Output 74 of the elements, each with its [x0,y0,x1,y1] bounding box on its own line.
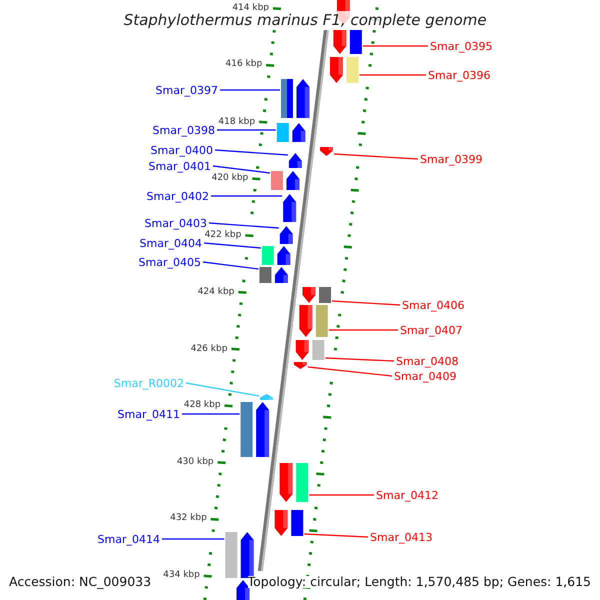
gene-feature [280,79,310,118]
gene-feature [276,123,306,142]
scale-label: 418 kbp [218,118,256,126]
gene-feature [260,394,274,400]
summary-text: Topology: circular; Length: 1,570,485 bp; Genes: 1,615 [248,576,591,588]
gene-label: Smar_0398 [152,124,215,136]
gene-feature [296,340,324,360]
leader-line [325,357,394,362]
leader-line [359,74,426,76]
gene-label: Smar_0409 [394,370,456,382]
leader-line [204,242,261,249]
scale-label: 434 kbp [163,570,200,580]
gene-feature [259,267,288,283]
leader-line [212,165,270,174]
title: Staphylothermus marinus F1, complete genome [124,10,487,30]
gene-label: Smar_0397 [156,84,218,96]
scale-label: 414 kbp [232,4,270,12]
gene-label: Smar_0399 [420,154,482,164]
gene-feature [283,194,296,222]
leader-line [308,366,392,377]
gene-label: Smar_0404 [140,238,202,248]
leader-line [202,261,259,270]
leader-line [334,153,418,160]
gene-label: Smar_0402 [146,190,209,202]
scale-label: 428 kbp [184,400,221,410]
gene-label: Smar_0400 [150,144,213,156]
gene-feature [225,532,254,578]
gene-label: Smar_0411 [118,408,180,420]
leader-line [211,195,282,197]
leader-line [162,538,224,540]
leader-line [182,413,240,415]
gene-label: Smar_0401 [148,160,211,172]
gene-label: Smar_0407 [400,324,462,336]
leader-line [217,129,276,131]
leader-line [328,329,398,331]
gene-feature [288,153,302,168]
leader-line [332,300,400,306]
gene-feature [330,57,358,83]
gene-label: Smar_0413 [370,532,432,542]
gene-label: Smar_0395 [430,40,492,52]
gene-feature [320,147,334,156]
leader-line [214,149,288,156]
gene-label: Smar_0405 [138,256,201,268]
scale-label: 426 kbp [190,344,228,354]
gene-label: Smar_R0002 [114,378,184,388]
gene-feature [274,510,304,536]
gene-feature [270,171,300,190]
leader-line [208,222,279,229]
gene-label: Smar_0406 [402,300,464,310]
gene-feature [280,463,308,502]
gene-feature [280,226,293,244]
gene-feature [240,402,270,457]
leader-line [304,533,368,538]
scale-label: 424 kbp [198,288,234,296]
leader-line [362,45,428,47]
scale-label: 430 kbp [176,458,214,466]
leader-line [309,494,374,496]
gene-label: Smar_0396 [428,70,490,80]
gene-label: Smar_0414 [98,534,160,544]
accession-text: Accession: NC_009033 [9,576,152,588]
leader-line [186,382,260,397]
scale-label: 416 kbp [226,60,262,68]
gene-label: Smar_0403 [144,218,207,228]
gene-label: Smar_0412 [376,490,438,500]
gene-label: Smar_0408 [396,356,458,366]
gene-feature [302,287,331,303]
gene-feature [299,305,328,337]
gene-feature [333,30,362,54]
leader-line [220,89,280,91]
scale-label: 422 kbp [204,230,242,240]
gene-feature [294,362,307,369]
scale-label: 432 kbp [170,514,207,522]
gene-feature [262,246,290,265]
scale-label: 420 kbp [212,174,248,182]
